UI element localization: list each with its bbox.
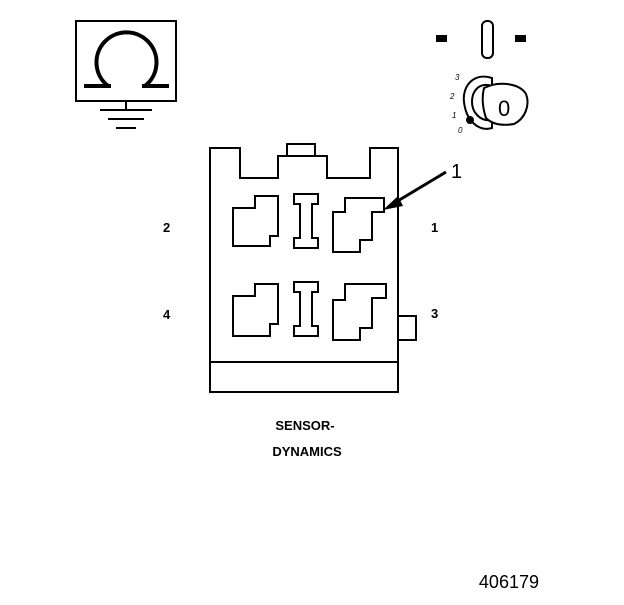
figure-number: 406179 (479, 572, 539, 592)
ignition-slot-left (436, 35, 447, 42)
center-guide-slot-bottom (293, 281, 319, 337)
key-face-label: 0 (498, 96, 510, 121)
ignition-slot-right (515, 35, 526, 42)
key-position-marker (466, 116, 474, 124)
key-tick-1: 1 (452, 111, 456, 120)
center-guide-slot-top (293, 193, 319, 249)
connector-latch-tab (397, 315, 417, 341)
pin-label-1: 1 (431, 220, 438, 235)
terminal-cavity-3 (332, 283, 387, 341)
key-tick-3: 3 (455, 73, 460, 82)
omega-resistance-icon (75, 20, 177, 102)
key-tick-2: 2 (449, 92, 455, 101)
terminal-cavity-4 (232, 283, 279, 337)
caption-line-2: DYNAMICS (272, 444, 342, 459)
connector-housing (209, 143, 399, 393)
connector-face-icon (209, 143, 417, 393)
pin-label-2: 2 (163, 220, 170, 235)
ground-icon (100, 101, 152, 129)
key-blade (481, 82, 529, 126)
pin-label-4: 4 (163, 307, 171, 322)
key-tick-0: 0 (458, 126, 463, 135)
terminal-cavity-1 (332, 197, 385, 253)
pin-label-3: 3 (431, 306, 438, 321)
ignition-key-icon: 3 2 1 0 0 (436, 20, 529, 135)
callout-number: 1 (451, 161, 462, 183)
callout-arrow (383, 170, 447, 210)
key-slot (481, 20, 494, 59)
terminal-cavity-2 (232, 195, 279, 247)
caption-line-1: SENSOR- (275, 418, 334, 433)
